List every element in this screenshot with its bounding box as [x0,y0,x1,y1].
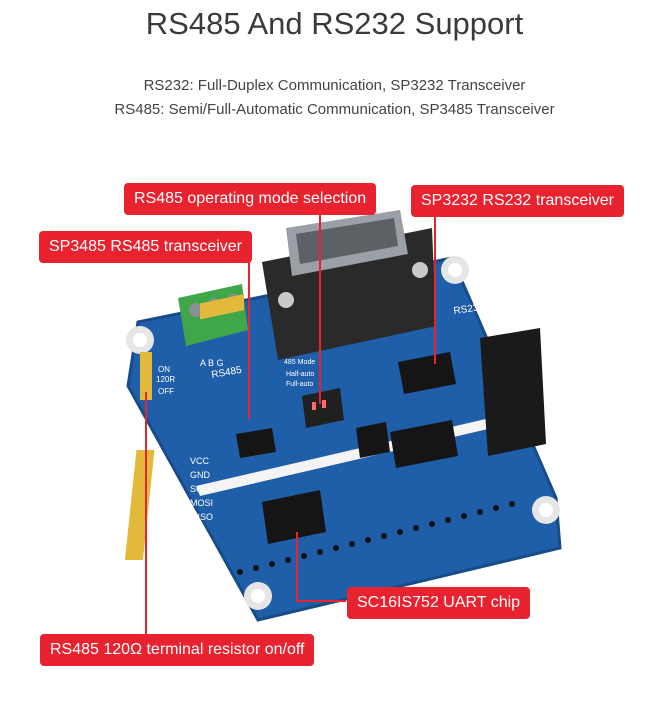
silk-off: OFF [158,387,174,396]
pin-label: VCC [190,456,210,466]
silk-half: Half-auto [286,371,315,378]
big-chip [390,420,458,468]
sc16is752-chip [262,490,326,544]
sp3485-chip [236,428,276,458]
silk-on: ON [158,365,170,374]
callout-mode-selection: RS485 operating mode selection [124,183,377,215]
silk-mode-title: 485 Mode [284,359,315,366]
pin-label: SCLK [190,484,214,494]
callout-line [248,261,250,419]
callout-uart-chip: SC16IS752 UART chip [347,587,531,619]
product-image: RS232 RS485 485 Mode Half-auto Full-auto… [0,150,669,696]
pin-label: IRQ [190,540,206,550]
spi-pin-header [124,450,155,560]
callout-sp3485: SP3485 RS485 transceiver [39,231,252,263]
pin-label: EN [190,554,203,564]
pin-label: MOSI [190,498,213,508]
callout-line [145,392,147,637]
callout-line [296,532,298,600]
callout-line [434,214,436,364]
subtitle-rs485: RS485: Semi/Full-Automatic Communication… [114,101,555,118]
pin-label: GND [190,470,211,480]
page-title: RS485 And RS232 Support [145,6,524,41]
silk-rs485: RS485 [211,365,243,381]
callout-line [319,214,321,404]
board-illustration: RS232 RS485 485 Mode Half-auto Full-auto… [124,210,562,622]
pin-label: CS [190,526,203,536]
pin-labels: VCC GND SCLK MOSI MISO CS IRQ EN [190,456,214,564]
jumper-120r [140,352,152,400]
silk-full: Full-auto [286,381,313,388]
callout-line [296,600,346,602]
subtitle-rs232: RS232: Full-Duplex Communication, SP3232… [143,77,526,94]
callout-terminal-resistor: RS485 120Ω terminal resistor on/off [40,634,315,666]
sp3232-chip [398,352,456,394]
gpio-holes [237,501,515,575]
silk-120r: 120R [156,375,175,384]
side-header [480,328,546,456]
callout-sp3232: SP3232 RS232 transceiver [411,185,624,217]
silk-abg: A B G [200,358,224,368]
regulator [356,422,390,458]
silk-rs232: RS232 [453,302,485,317]
pin-label: MISO [190,512,213,522]
